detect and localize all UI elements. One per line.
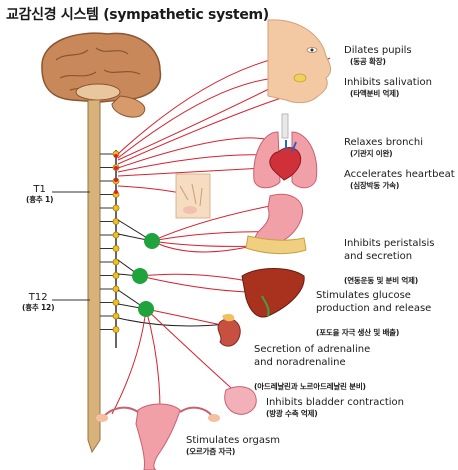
effect-inhibits-salivation: Inhibits salivation (타액분비 억제) bbox=[344, 76, 432, 99]
stomach bbox=[245, 193, 307, 255]
effect-text: Accelerates heartbeat bbox=[344, 169, 455, 180]
chain-node bbox=[112, 326, 120, 333]
skin-sample bbox=[175, 173, 211, 219]
kidney bbox=[217, 313, 241, 347]
spine-label-t1: T1 (흉추 1) bbox=[26, 184, 53, 205]
effect-sub: (연동운동 및 분비 억제) bbox=[344, 276, 418, 285]
effect-text: Stimulates glucose production and releas… bbox=[316, 290, 432, 314]
nerve-fiber bbox=[139, 275, 249, 293]
spine-label-t12: T12 (흉추 12) bbox=[22, 292, 55, 313]
preganglionic-fiber bbox=[117, 317, 227, 327]
spine-label-t1-name: T1 bbox=[33, 184, 46, 195]
effect-sub: (방광 수축 억제) bbox=[266, 409, 318, 418]
chain-fiber-dot bbox=[114, 166, 118, 170]
effect-stimulates-orgasm: Stimulates orgasm (오르가즘 자극) bbox=[186, 434, 280, 457]
effect-text: Inhibits salivation bbox=[344, 77, 432, 88]
effect-stimulates-glucose: Stimulates glucose production and releas… bbox=[316, 276, 431, 351]
effect-dilates-pupils: Dilates pupils (동공 확장) bbox=[344, 44, 412, 67]
effect-accelerates-heartbeat: Accelerates heartbeat (심장박동 가속) bbox=[344, 168, 455, 191]
diagram-title: 교감신경 시스템 (sympathetic system) bbox=[6, 7, 269, 23]
face bbox=[267, 19, 332, 104]
chain-node bbox=[112, 272, 120, 279]
effect-text: Inhibits peristalsis and secretion bbox=[344, 238, 435, 262]
chain-node bbox=[112, 285, 120, 293]
effect-relaxes-bronchi: Relaxes bronchi (기관지 이완) bbox=[344, 136, 423, 159]
effect-sub: (아드레날린과 노르아드레날린 분비) bbox=[254, 382, 366, 391]
nerve-fiber bbox=[151, 240, 253, 253]
effect-inhibits-bladder: Inhibits bladder contraction (방광 수축 억제) bbox=[266, 396, 404, 419]
chain-node bbox=[112, 245, 120, 252]
effect-sub: (포도을 자극 생산 및 배출) bbox=[316, 328, 400, 337]
chain-node bbox=[112, 299, 120, 306]
chain-node bbox=[112, 231, 120, 239]
effect-text: Secretion of adrenaline and noradrenalin… bbox=[254, 344, 371, 368]
effect-sub: (심장박동 가속) bbox=[350, 181, 400, 190]
chain-fiber-dot bbox=[114, 178, 118, 182]
nerve-fiber bbox=[145, 308, 161, 411]
spine-label-t12-name: T12 bbox=[28, 292, 48, 303]
liver bbox=[241, 268, 305, 318]
spine-label-t1-sub: (흉추 1) bbox=[26, 195, 54, 204]
reproductive-organs bbox=[96, 403, 220, 470]
effect-text: Relaxes bronchi bbox=[344, 137, 424, 148]
effect-text: Stimulates orgasm bbox=[186, 435, 280, 446]
spinal-cord bbox=[87, 99, 101, 454]
effect-sub: (타액분비 억제) bbox=[350, 89, 400, 98]
effect-sub: (기관지 이완) bbox=[350, 149, 393, 158]
nerve-fiber bbox=[111, 308, 147, 415]
chain-node bbox=[112, 258, 120, 266]
chain-fiber-dot bbox=[114, 154, 118, 158]
lungs bbox=[253, 113, 318, 189]
heart bbox=[269, 140, 302, 181]
effect-text: Dilates pupils bbox=[344, 45, 412, 56]
nerve-fiber bbox=[145, 308, 227, 327]
effect-sub: (오르가즘 자극) bbox=[186, 447, 236, 456]
sympathetic-chain bbox=[100, 150, 227, 348]
effect-sub: (동공 확장) bbox=[350, 57, 386, 66]
chain-node bbox=[112, 312, 120, 320]
effect-inhibits-peristalsis: Inhibits peristalsis and secretion (연동운동… bbox=[344, 224, 434, 299]
bladder bbox=[224, 386, 257, 415]
chain-node bbox=[112, 218, 120, 225]
chain-fiber-dot bbox=[114, 190, 118, 194]
effect-text: Inhibits bladder contraction bbox=[266, 397, 404, 408]
nerve-fiber bbox=[117, 137, 271, 169]
brain bbox=[41, 32, 162, 118]
ganglia bbox=[132, 233, 160, 317]
chain-node bbox=[112, 204, 120, 212]
spine-label-t12-sub: (흉추 12) bbox=[22, 303, 55, 312]
effect-secretion-adrenaline: Secretion of adrenaline and noradrenalin… bbox=[254, 330, 370, 405]
nerve-fiber bbox=[151, 205, 271, 242]
